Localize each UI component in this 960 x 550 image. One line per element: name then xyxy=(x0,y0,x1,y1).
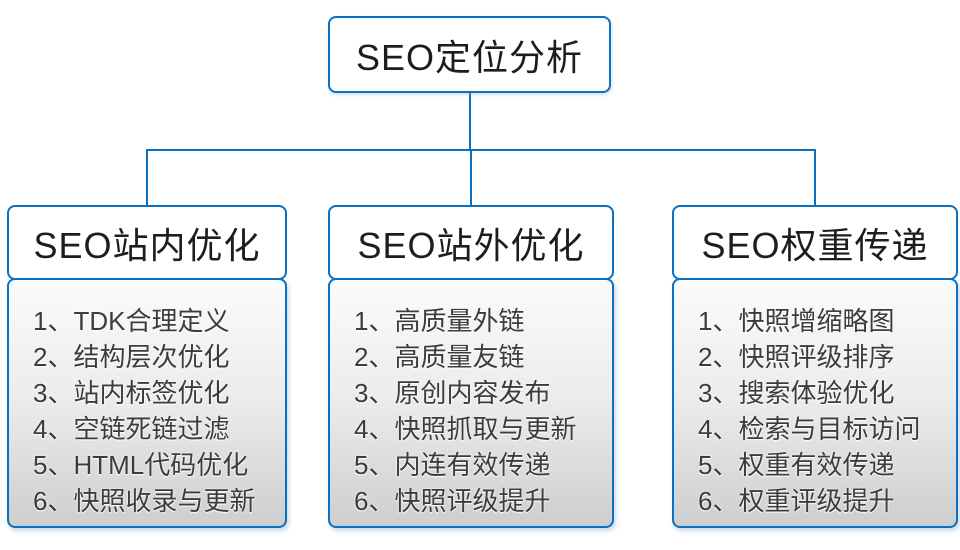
column-header-offsite: SEO站外优化 xyxy=(328,205,614,280)
column-body-onsite: 1、TDK合理定义 2、结构层次优化 3、站内标签优化 4、空链死链过滤 5、H… xyxy=(7,278,287,528)
list-item: 3、原创内容发布 xyxy=(354,378,551,408)
root-node-seo-positioning: SEO定位分析 xyxy=(328,16,611,93)
column-header-onsite: SEO站内优化 xyxy=(7,205,287,280)
column-title: SEO权重传递 xyxy=(701,224,929,266)
column-body-offsite: 1、高质量外链 2、高质量友链 3、原创内容发布 4、快照抓取与更新 5、内连有… xyxy=(328,278,614,528)
list-item: 6、权重评级提升 xyxy=(698,486,895,516)
column-body-weight: 1、快照增缩略图 2、快照评级排序 3、搜索体验优化 4、检索与目标访问 5、权… xyxy=(672,278,958,528)
column-onsite-seo: SEO站内优化 1、TDK合理定义 2、结构层次优化 3、站内标签优化 4、空链… xyxy=(7,205,287,528)
column-header-weight: SEO权重传递 xyxy=(672,205,958,280)
list-item: 5、HTML代码优化 xyxy=(33,450,249,480)
list-item: 6、快照收录与更新 xyxy=(33,486,256,516)
column-title: SEO站外优化 xyxy=(357,224,585,266)
column-title: SEO站内优化 xyxy=(33,224,261,266)
list-item: 4、检索与目标访问 xyxy=(698,414,921,444)
list-item: 5、权重有效传递 xyxy=(698,450,895,480)
column-offsite-seo: SEO站外优化 1、高质量外链 2、高质量友链 3、原创内容发布 4、快照抓取与… xyxy=(328,205,614,528)
list-item: 5、内连有效传递 xyxy=(354,450,551,480)
column-weight-transfer: SEO权重传递 1、快照增缩略图 2、快照评级排序 3、搜索体验优化 4、检索与… xyxy=(672,205,958,528)
list-item: 3、搜索体验优化 xyxy=(698,378,895,408)
list-item: 2、高质量友链 xyxy=(354,342,525,372)
list-item: 1、快照增缩略图 xyxy=(698,306,895,336)
list-item: 4、快照抓取与更新 xyxy=(354,414,577,444)
list-item: 1、高质量外链 xyxy=(354,306,525,336)
list-item: 2、快照评级排序 xyxy=(698,342,895,372)
root-title: SEO定位分析 xyxy=(355,36,584,78)
list-item: 2、结构层次优化 xyxy=(33,342,230,372)
list-item: 3、站内标签优化 xyxy=(33,378,230,408)
list-item: 4、空链死链过滤 xyxy=(33,414,230,444)
list-item: 6、快照评级提升 xyxy=(354,486,551,516)
list-item: 1、TDK合理定义 xyxy=(33,306,230,336)
